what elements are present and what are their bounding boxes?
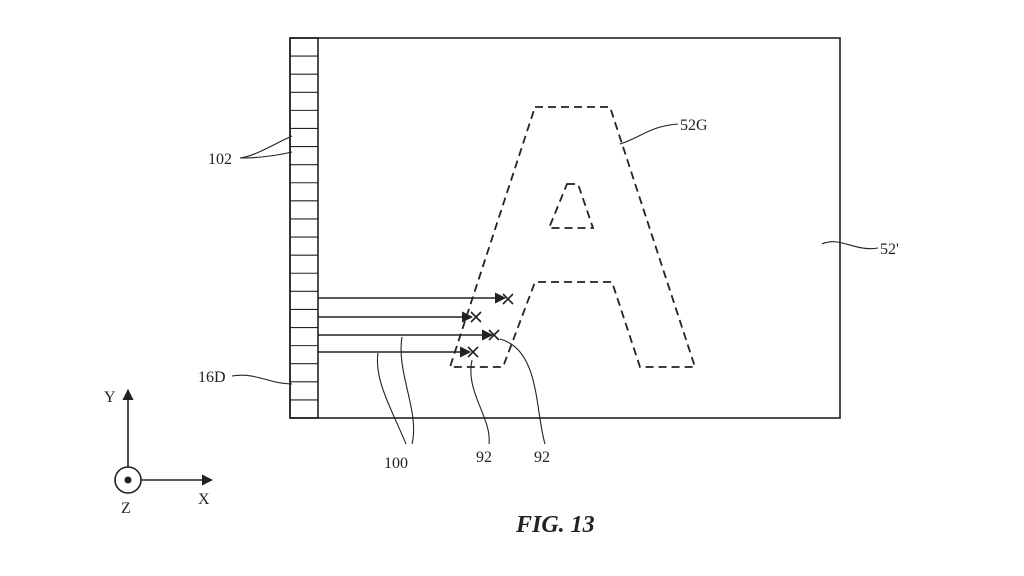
glyph-outline-a [448,106,697,368]
leader-102 [239,135,293,159]
axis-label-x: X [198,491,210,508]
label-16d: 16D [198,369,226,386]
axis-label-y: Y [104,389,116,406]
intersection-marks [467,293,514,358]
label-100: 100 [384,455,408,472]
leader-92a [470,359,490,445]
label-52g: 52G [680,117,708,134]
label-102: 102 [208,151,232,168]
z-axis-circle [114,466,142,494]
figure-caption: FIG. 13 [515,512,595,538]
z-axis-dot [124,476,132,484]
label-52prime: 52' [880,241,899,258]
leader-52g [619,123,679,145]
leader-52prime [821,241,879,250]
pixel-column [289,37,319,419]
label-92-a: 92 [476,449,492,466]
axis-label-z: Z [121,500,131,517]
glyph-counter [547,183,595,229]
label-92-b: 92 [534,449,550,466]
leader-92b [499,338,546,445]
leader-100b [400,336,415,445]
pixel-cell-dividers [290,55,318,401]
leader-102b [239,151,293,159]
leader-16d [231,374,293,385]
leader-100a [376,352,407,445]
